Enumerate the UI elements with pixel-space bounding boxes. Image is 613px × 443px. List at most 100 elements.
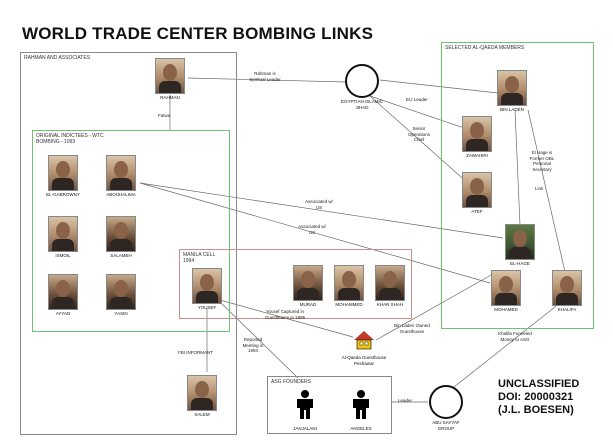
photo-abouhalima [106, 155, 136, 191]
person-name: SALAMEH [110, 253, 132, 258]
org-name: EGYPTIAN ISLAMIC JIHAD [340, 99, 383, 110]
photo-zawahiri [462, 116, 492, 152]
line-binladen-khalifa [527, 109, 566, 273]
person-name: KHAN SHAH [376, 302, 404, 307]
house-icon [354, 331, 374, 350]
person-name: SALEM [194, 412, 210, 417]
person-name: MOHAMED [494, 307, 518, 312]
line-yousef-asg [219, 301, 299, 379]
person-name: ABOUHALIMA [106, 192, 136, 197]
photo-ismoil [48, 216, 78, 252]
org-name: ABU SAYYAF GROUP [432, 420, 460, 431]
edge-label-eij-leader: EIJ Leader [406, 97, 428, 102]
person-name: ISMOIL [55, 253, 71, 258]
org-egyptian-islamic-jihad: EGYPTIAN ISLAMIC JIHAD [330, 64, 394, 111]
org-circle-icon [345, 64, 379, 98]
person-name: ZAWAHIRI [466, 153, 488, 158]
person-salem: SALEM [185, 375, 219, 418]
line-jihad-binladen [379, 79, 499, 94]
person-name: RAHMAN [160, 95, 180, 100]
person-abouhalima: ABOUHALIMA [104, 155, 138, 198]
box-asg-founders: ASG FOUNDERS [267, 376, 392, 434]
photo-yousef [192, 268, 222, 304]
org-guesthouse: Al-Qaeda Guesthouse Peshawar [336, 330, 392, 367]
person-name: KHALIFA [557, 307, 577, 312]
org-circle-icon [429, 385, 463, 419]
person-name: AYYAD [55, 311, 71, 316]
line-khalifa-asg [453, 302, 561, 388]
person-ismoil: ISMOIL [46, 216, 80, 259]
line-jihad-atef [369, 95, 471, 186]
org-abu-sayyaf: ABU SAYYAF GROUP [424, 385, 468, 432]
person-name: MOHAMMED [335, 302, 363, 307]
edge-label-senior-ops: Senior Operations Chief [407, 126, 430, 142]
photo-yasin [106, 274, 136, 310]
line-guesthouse-binladen [375, 269, 501, 341]
silhouette-icon [297, 390, 313, 419]
photo-salameh [106, 216, 136, 252]
person-yasin: YASIN [104, 274, 138, 317]
person-name: MURAD [299, 302, 317, 307]
person-name: ANGELES [350, 426, 372, 431]
person-el-gabrowny: EL-GABROWNY [46, 155, 80, 198]
person-mohammed: MOHAMMED [332, 265, 366, 308]
photo-atef [462, 172, 492, 208]
person-yousef: YOUSEF [190, 268, 224, 311]
box-al-qaeda: SELECTED AL-QAEDA MEMBERS [441, 42, 594, 329]
person-mohamed: MOHAMED [489, 270, 523, 313]
box-label: SELECTED AL-QAEDA MEMBERS [445, 45, 525, 51]
edge-label-el-hage-secretary: El Hage is Former OBL Personal Secretary [529, 150, 555, 172]
line-binladen-elhage [514, 109, 521, 226]
person-salameh: SALAMEH [104, 216, 138, 259]
person-name: EL-HAGE [510, 261, 530, 266]
stamp-line-2: DOI: 20000321 [498, 391, 574, 403]
classification-stamp: UNCLASSIFIED DOI: 20000321 (J.L. BOESEN) [498, 378, 579, 417]
stamp-line-1: UNCLASSIFIED [498, 378, 580, 390]
person-name: EL-GABROWNY [46, 192, 80, 197]
person-name: ATEF [471, 209, 483, 214]
edge-label-rahman-spiritual: Rahman is Spiritual Leader [249, 71, 281, 82]
person-name: YASIN [114, 311, 128, 316]
person-murad: MURAD [291, 265, 325, 308]
box-original-indictees: ORIGINAL INDICTEES - WTC BOMBING - 1993 [32, 130, 230, 332]
edge-label-khalifa-funneled: Khalifa Funneled Money to ASG [498, 331, 532, 342]
photo-rahman [155, 58, 185, 94]
box-label: MANILA CELL 1994 [183, 252, 216, 264]
photo-el-gabrowny [48, 155, 78, 191]
person-ayyad: AYYAD [46, 274, 80, 317]
line-abouhalima-mohamed [139, 182, 491, 284]
person-khalifa: KHALIFA [550, 270, 584, 313]
box-rahman-associates: RAHMAN AND ASSOCIATES [20, 52, 237, 435]
stamp-line-3: (J.L. BOESEN) [498, 404, 574, 416]
box-label: RAHMAN AND ASSOCIATES [24, 55, 91, 61]
photo-bin-laden [497, 70, 527, 106]
photo-murad [293, 265, 323, 301]
photo-el-hage [505, 224, 535, 260]
box-label: ASG FOUNDERS [271, 379, 312, 385]
person-atef: ATEF [460, 172, 494, 215]
person-angeles: ANGELES [344, 388, 378, 432]
edge-label-link: Link [535, 186, 544, 191]
diagram-title: WORLD TRADE CENTER BOMBING LINKS [22, 24, 374, 43]
photo-mohammed [334, 265, 364, 301]
photo-khalifa [552, 270, 582, 306]
edge-label-associated-2: Associated w/ US [298, 224, 326, 235]
person-name: BIN LADEN [500, 107, 524, 112]
box-label: ORIGINAL INDICTEES - WTC BOMBING - 1993 [36, 133, 104, 145]
edge-label-yousef-captured: Yousef Captured in Guesthouse in 1995 [264, 309, 306, 320]
line-rahman-jihad [187, 77, 347, 83]
edge-label-leader: Leader [398, 398, 413, 403]
edge-label-fatwa: Fatwa [158, 113, 171, 118]
person-name: JANJALANI [293, 426, 317, 431]
person-bin-laden: BIN LADEN [495, 70, 529, 113]
org-name: Al-Qaeda Guesthouse Peshawar [341, 355, 387, 366]
person-name: YOUSEF [197, 305, 217, 310]
line-abouhalima-elhage [139, 182, 504, 239]
edge-label-bin-laden-owned: Bin Laden Owned Guesthouse [394, 323, 430, 334]
edge-label-reported-meeting: Reported Meeting in 1994 [242, 337, 264, 353]
person-el-hage: EL-HAGE [503, 224, 537, 267]
person-khan-shah: KHAN SHAH [373, 265, 407, 308]
photo-khan-shah [375, 265, 405, 301]
person-rahman: RAHMAN [153, 58, 187, 101]
person-zawahiri: ZAWAHIRI [460, 116, 494, 159]
